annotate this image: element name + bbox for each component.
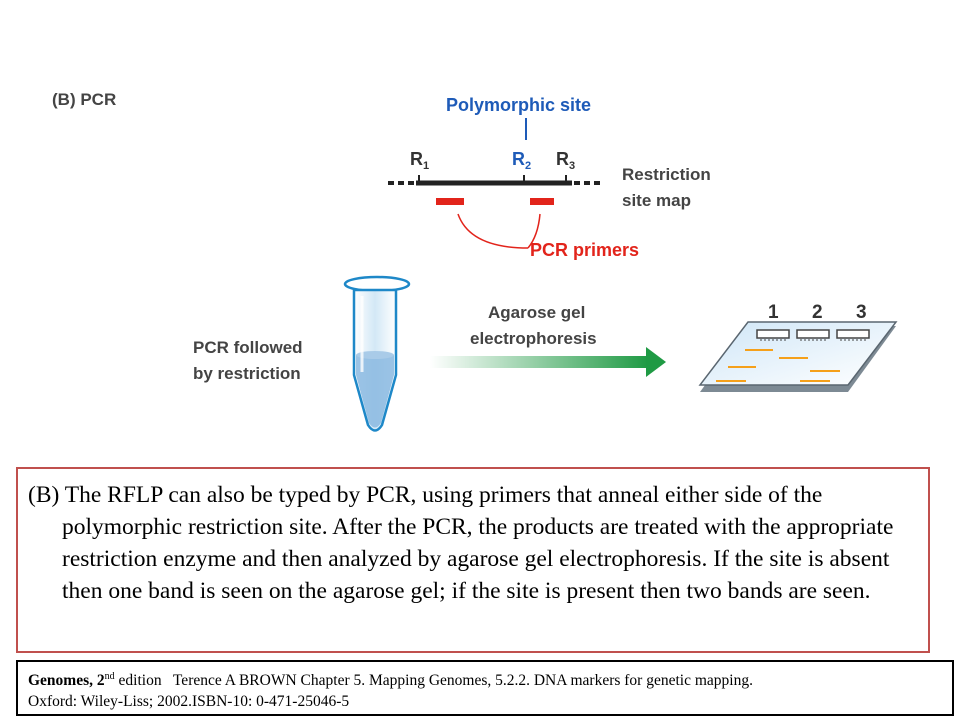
site-r3-letter: R bbox=[556, 149, 569, 169]
site-r1-label: R1 bbox=[410, 149, 429, 172]
pcr-tube-icon bbox=[343, 275, 411, 432]
electrophoresis-line1: Agarose gel bbox=[488, 303, 585, 322]
restriction-site-map bbox=[388, 175, 604, 186]
primer-right bbox=[530, 198, 554, 205]
caption-text: (B) The RFLP can also be typed by PCR, u… bbox=[28, 482, 894, 604]
electrophoresis-arrow bbox=[430, 347, 666, 377]
site-r2-label: R2 bbox=[512, 149, 531, 172]
panel-label: (B) PCR bbox=[52, 90, 116, 109]
lane-1-label: 1 bbox=[768, 302, 779, 323]
citation-box: Genomes, 2nd edition Terence A BROWN Cha… bbox=[16, 660, 954, 716]
well-1 bbox=[756, 329, 790, 339]
primer-left bbox=[436, 198, 464, 205]
restriction-map-line2: site map bbox=[622, 191, 691, 210]
lane-3-label: 3 bbox=[856, 302, 867, 323]
site-r2-letter: R bbox=[512, 149, 525, 169]
electrophoresis-label: Agarose gel electrophoresis bbox=[470, 303, 597, 348]
site-r1-sub: 1 bbox=[423, 160, 429, 172]
citation-details: Terence A BROWN Chapter 5. Mapping Genom… bbox=[161, 672, 753, 689]
citation-line-2: Oxford: Wiley-Liss; 2002.ISBN-10: 0-471-… bbox=[28, 693, 350, 710]
citation-edition-sup: nd bbox=[104, 670, 115, 682]
citation-book: Genomes, 2 bbox=[28, 672, 105, 689]
pcr-restriction-line1: PCR followed bbox=[193, 338, 303, 357]
pcr-primers-label: PCR primers bbox=[530, 240, 639, 260]
agarose-gel bbox=[698, 321, 898, 392]
site-r2-sub: 2 bbox=[525, 160, 531, 172]
pcr-restriction-line2: by restriction bbox=[193, 364, 301, 383]
citation-line-1: Genomes, 2nd edition Terence A BROWN Cha… bbox=[28, 670, 942, 691]
well-2 bbox=[796, 329, 830, 339]
restriction-map-line1: Restriction bbox=[622, 165, 711, 184]
electrophoresis-line2: electrophoresis bbox=[470, 329, 597, 348]
caption-box: (B) The RFLP can also be typed by PCR, u… bbox=[16, 467, 930, 653]
well-3 bbox=[836, 329, 870, 339]
site-r1-letter: R bbox=[410, 149, 423, 169]
citation-edition-rest: edition bbox=[114, 672, 162, 689]
pcr-restriction-label: PCR followed by restriction bbox=[193, 338, 307, 383]
site-r3-sub: 3 bbox=[569, 160, 575, 172]
lane-2-label: 2 bbox=[812, 302, 823, 323]
site-r3-label: R3 bbox=[556, 149, 575, 172]
primer-callout-line bbox=[457, 213, 541, 249]
restriction-map-label: Restriction site map bbox=[622, 165, 716, 210]
rflp-pcr-diagram: (B) PCR Polymorphic site R1 R2 R3 Restri… bbox=[52, 90, 898, 432]
polymorphic-site-label: Polymorphic site bbox=[446, 95, 591, 115]
